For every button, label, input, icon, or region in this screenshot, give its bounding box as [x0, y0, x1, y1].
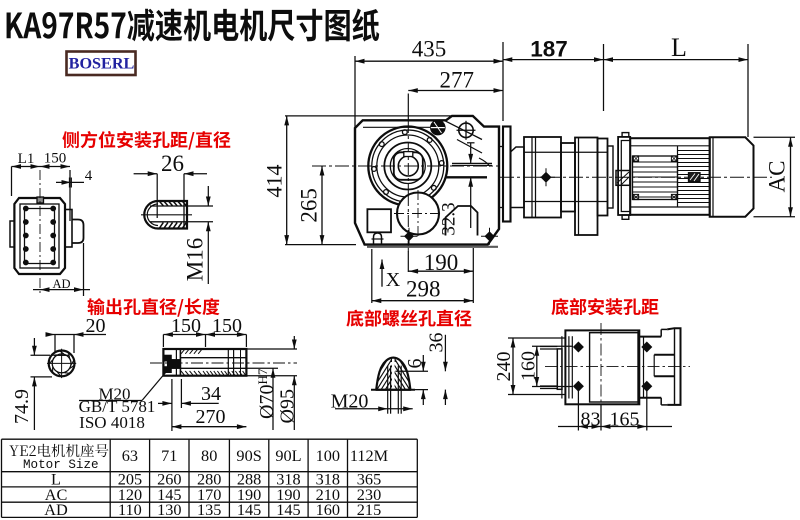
svg-text:210: 210	[316, 485, 340, 504]
svg-text:90S: 90S	[236, 446, 261, 465]
svg-text:Motor Size: Motor Size	[23, 458, 99, 472]
svg-text:36: 36	[426, 333, 448, 353]
svg-text:4: 4	[85, 168, 93, 184]
svg-text:26: 26	[161, 151, 184, 176]
svg-text:AD: AD	[52, 277, 70, 291]
svg-text:318: 318	[276, 470, 300, 489]
svg-text:120: 120	[118, 485, 142, 504]
svg-text:260: 260	[157, 470, 181, 489]
svg-text:435: 435	[412, 36, 447, 61]
svg-text:280: 280	[197, 470, 221, 489]
svg-text:74.9: 74.9	[11, 389, 33, 424]
svg-text:GB/T 5781: GB/T 5781	[79, 397, 156, 416]
svg-text:165: 165	[610, 408, 640, 430]
svg-text:L1: L1	[18, 151, 35, 167]
svg-text:AC: AC	[765, 161, 790, 193]
svg-text:240: 240	[493, 352, 515, 382]
svg-text:M20: M20	[98, 385, 130, 404]
svg-text:414: 414	[262, 165, 287, 198]
svg-text:145: 145	[276, 500, 300, 519]
svg-text:AD: AD	[44, 500, 68, 519]
svg-text:265: 265	[296, 188, 321, 223]
svg-text:BOSERL: BOSERL	[69, 55, 135, 73]
svg-text:160: 160	[316, 500, 340, 519]
svg-text:190: 190	[424, 250, 459, 275]
svg-text:150: 150	[44, 150, 67, 166]
svg-text:6: 6	[404, 359, 426, 369]
svg-text:365: 365	[357, 470, 381, 489]
svg-text:83: 83	[581, 408, 601, 430]
svg-text:90L: 90L	[275, 446, 301, 465]
svg-text:170: 170	[197, 485, 221, 504]
svg-text:230: 230	[357, 485, 381, 504]
svg-text:298: 298	[406, 277, 441, 302]
svg-text:318: 318	[316, 470, 340, 489]
svg-text:190: 190	[276, 485, 300, 504]
svg-text:L: L	[671, 33, 687, 62]
svg-text:135: 135	[197, 500, 221, 519]
svg-text:150: 150	[212, 315, 242, 337]
svg-text:277: 277	[439, 68, 474, 93]
svg-text:205: 205	[118, 470, 142, 489]
svg-text:71: 71	[161, 446, 177, 465]
svg-text:110: 110	[118, 500, 142, 519]
svg-text:288: 288	[237, 470, 261, 489]
svg-text:M20: M20	[331, 391, 369, 413]
svg-text:160: 160	[518, 351, 540, 381]
svg-text:150: 150	[171, 315, 201, 337]
svg-text:215: 215	[357, 500, 381, 519]
svg-text:80: 80	[201, 446, 217, 465]
svg-text:63: 63	[122, 446, 138, 465]
svg-text:112M: 112M	[350, 446, 388, 465]
svg-text:145: 145	[157, 485, 181, 504]
svg-text:AC: AC	[45, 485, 68, 504]
svg-text:M16: M16	[183, 238, 208, 281]
svg-text:100: 100	[316, 446, 340, 465]
svg-text:34: 34	[201, 383, 221, 405]
svg-text:32.3: 32.3	[438, 202, 459, 235]
svg-text:190: 190	[237, 485, 261, 504]
svg-text:187: 187	[530, 37, 568, 62]
svg-text:Ø95: Ø95	[277, 389, 299, 423]
svg-text:145: 145	[237, 500, 261, 519]
svg-text:270: 270	[196, 406, 226, 428]
svg-text:20: 20	[86, 315, 106, 337]
svg-text:ISO 4018: ISO 4018	[79, 413, 145, 432]
svg-text:L: L	[51, 470, 61, 489]
svg-text:130: 130	[157, 500, 181, 519]
svg-text:X: X	[386, 269, 401, 291]
